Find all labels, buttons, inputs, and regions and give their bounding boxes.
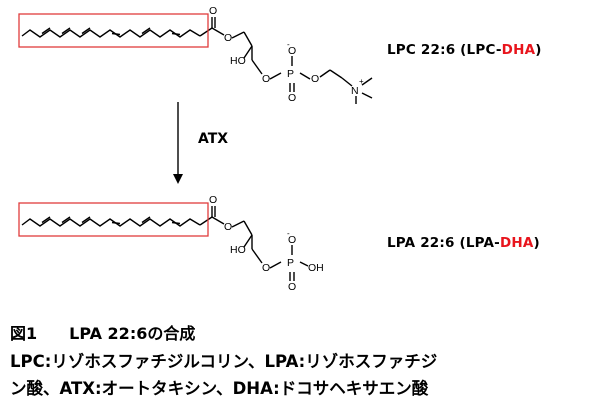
reaction-figure: O O HO O P O - O O N + O O HO O P O - O … (18, 5, 542, 293)
lpc-label-dha: DHA (501, 42, 536, 58)
top-dha-box (18, 13, 209, 48)
figure-caption: LPC:リゾホスファチジルコリン、LPA:リゾホスファチジ ン酸、ATX:オート… (10, 348, 600, 402)
caption-line-2: ン酸、ATX:オートタキシン、DHA:ドコサヘキサエン酸 (10, 379, 429, 398)
lpc-label: LPC 22:6 (LPC-DHA) (387, 42, 542, 58)
top-phosphate-o-minus: O (288, 45, 296, 57)
lpa-label-dha: DHA (499, 235, 534, 251)
top-minus-charge: - (287, 40, 290, 49)
bottom-phosphate-o-double: O (288, 281, 296, 293)
enzyme-label: ATX (198, 131, 229, 147)
lpa-label: LPA 22:6 (LPA-DHA) (387, 235, 540, 251)
bottom-phosphorus: P (287, 257, 294, 269)
reaction-arrow-head (173, 174, 183, 184)
top-phosphate-o2: O (311, 73, 319, 85)
bottom-dha-box (18, 202, 209, 237)
bottom-carbonyl-o: O (209, 194, 217, 206)
figure-title: 図1 LPA 22:6の合成 (10, 320, 195, 344)
top-acyl-chain (21, 29, 201, 38)
top-hydroxyl: HO (230, 55, 246, 67)
top-carbonyl-o: O (209, 5, 217, 17)
top-nitrogen: N (351, 85, 359, 97)
bottom-phosphate-o1: O (262, 262, 270, 274)
bottom-acyl-chain (21, 218, 201, 227)
caption-line-1: LPC:リゾホスファチジルコリン、LPA:リゾホスファチジ (10, 352, 438, 371)
bottom-phosphate-o-minus: O (288, 234, 296, 246)
bottom-minus-charge: - (287, 229, 290, 238)
bottom-hydroxyl: HO (230, 244, 246, 256)
top-plus-charge: + (359, 77, 364, 86)
lpa-label-suffix: ) (533, 235, 540, 251)
bottom-ester-o: O (224, 221, 232, 233)
top-phosphorus: P (287, 68, 294, 80)
chemical-structures: O O HO O P O - O O N + O O HO O P O - O … (18, 5, 373, 293)
top-ester-o: O (224, 32, 232, 44)
top-phosphate-o1: O (262, 73, 270, 85)
figure-number: 図1 (10, 324, 38, 343)
lpc-label-prefix: LPC 22:6 (LPC- (387, 42, 502, 58)
figure-title-text: LPA 22:6の合成 (69, 324, 196, 343)
lpc-label-suffix: ) (535, 42, 542, 58)
lpa-label-prefix: LPA 22:6 (LPA- (387, 235, 500, 251)
top-phosphate-o-double: O (288, 92, 296, 104)
bottom-oh: OH (308, 262, 324, 274)
